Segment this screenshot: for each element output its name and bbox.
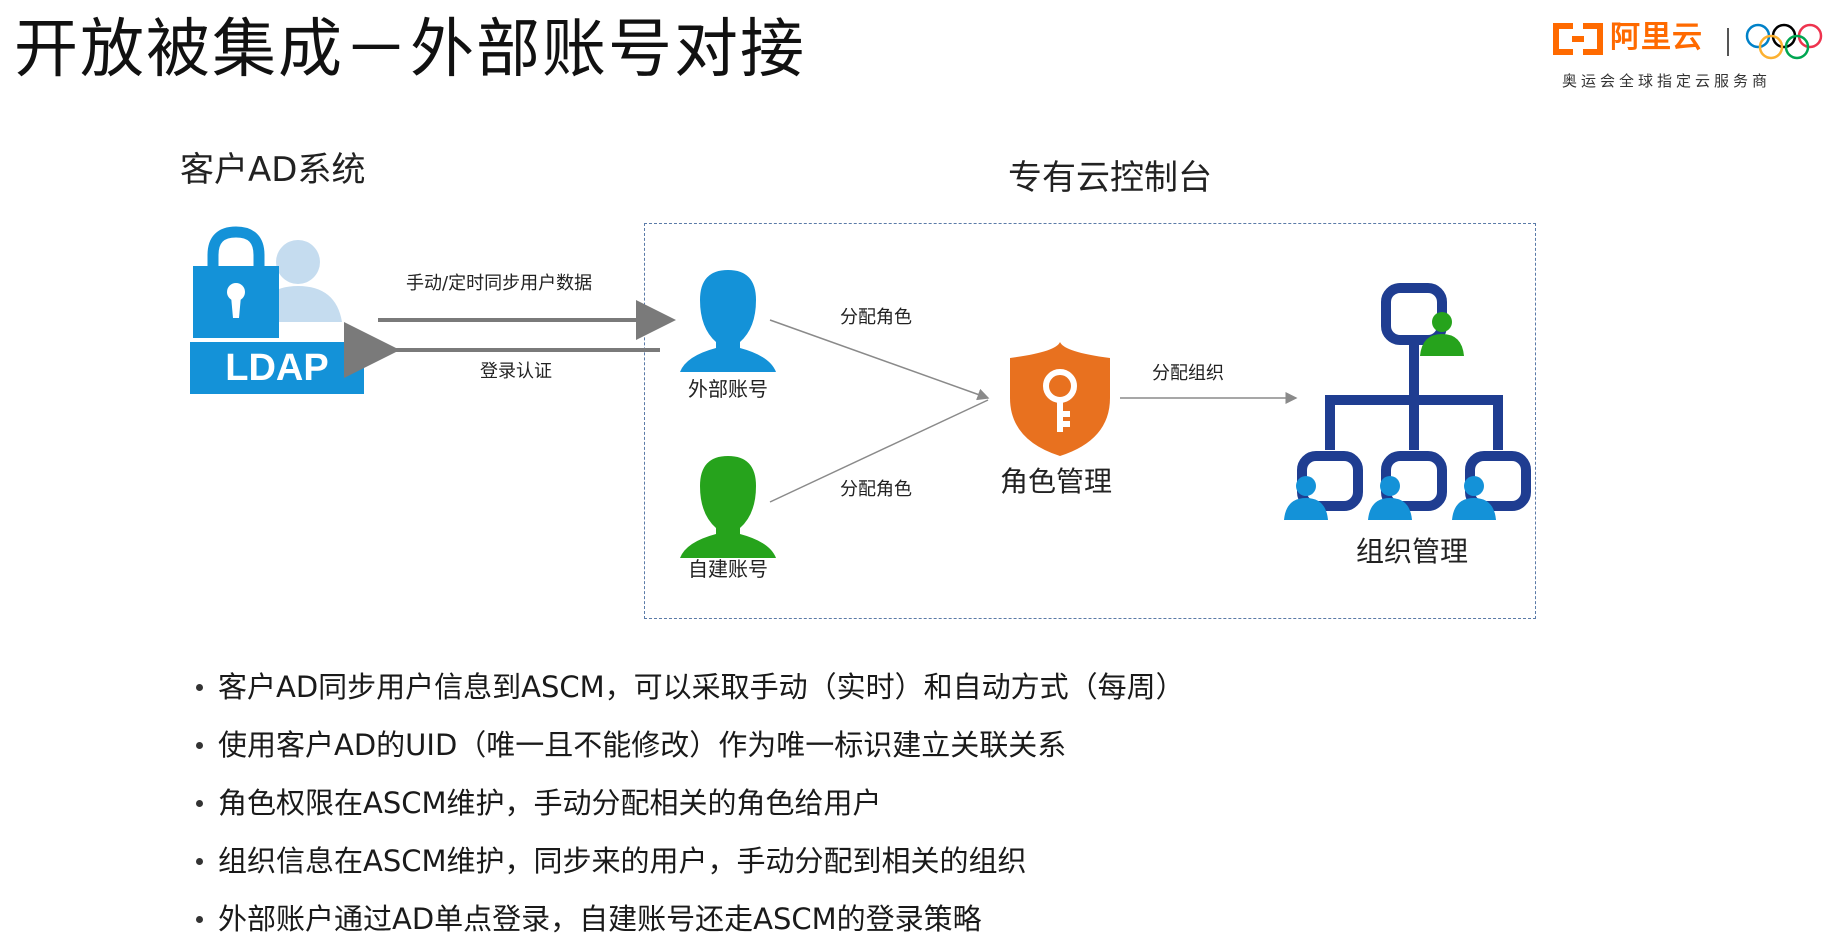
org-chart-icon xyxy=(1297,283,1531,511)
bullet-dot-icon xyxy=(196,742,203,749)
bullet-item: 客户AD同步用户信息到ASCM，可以采取手动（实时）和自动方式（每周） xyxy=(192,658,1185,716)
bullet-item: 使用客户AD的UID（唯一且不能修改）作为唯一标识建立关联关系 xyxy=(192,716,1185,774)
assign-role-line-bottom xyxy=(769,399,989,503)
bullet-item: 组织信息在ASCM维护，同步来的用户，手动分配到相关的组织 xyxy=(192,832,1185,890)
self-account-user-icon xyxy=(680,456,776,558)
customer-ad-label: 客户AD系统 xyxy=(180,150,366,190)
auth-arrow-label: 登录认证 xyxy=(480,361,552,382)
bullet-list: 客户AD同步用户信息到ASCM，可以采取手动（实时）和自动方式（每周） 使用客户… xyxy=(192,658,1185,948)
org-management-label: 组织管理 xyxy=(1356,535,1469,568)
ldap-icon xyxy=(190,226,364,394)
org-member-icons xyxy=(1284,312,1496,520)
role-management-label: 角色管理 xyxy=(1000,465,1113,498)
bullet-item: 外部账户通过AD单点登录，自建账号还走ASCM的登录策略 xyxy=(192,890,1185,948)
page-title: 开放被集成－外部账号对接 xyxy=(14,13,806,87)
sync-arrow-label: 手动/定时同步用户数据 xyxy=(406,273,593,294)
brand-name: 阿里云 xyxy=(1610,20,1703,55)
olympic-rings-icon xyxy=(1745,23,1823,60)
assign-role-label-top: 分配角色 xyxy=(840,307,912,328)
external-account-label: 外部账号 xyxy=(688,377,768,401)
bullet-item: 角色权限在ASCM维护，手动分配相关的角色给用户 xyxy=(192,774,1185,832)
bullet-dot-icon xyxy=(196,858,203,865)
console-boundary xyxy=(644,223,1536,619)
external-account-user-icon xyxy=(680,270,776,372)
brand-logo: 阿里云 奥运会全球指定云服务商 xyxy=(1548,18,1823,98)
ldap-text: LDAP xyxy=(225,347,329,389)
assign-role-label-bottom: 分配角色 xyxy=(840,479,912,500)
bullet-dot-icon xyxy=(196,916,203,923)
assign-role-line-top xyxy=(769,319,990,401)
bullet-dot-icon xyxy=(196,684,203,691)
role-shield-icon xyxy=(1010,342,1110,456)
brand-tagline: 奥运会全球指定云服务商 xyxy=(1562,72,1772,90)
assign-org-label: 分配组织 xyxy=(1152,363,1224,384)
bullet-dot-icon xyxy=(196,800,203,807)
private-cloud-console-label: 专有云控制台 xyxy=(1008,158,1212,198)
aliyun-logo-icon xyxy=(1553,23,1729,56)
self-account-label: 自建账号 xyxy=(688,557,768,581)
